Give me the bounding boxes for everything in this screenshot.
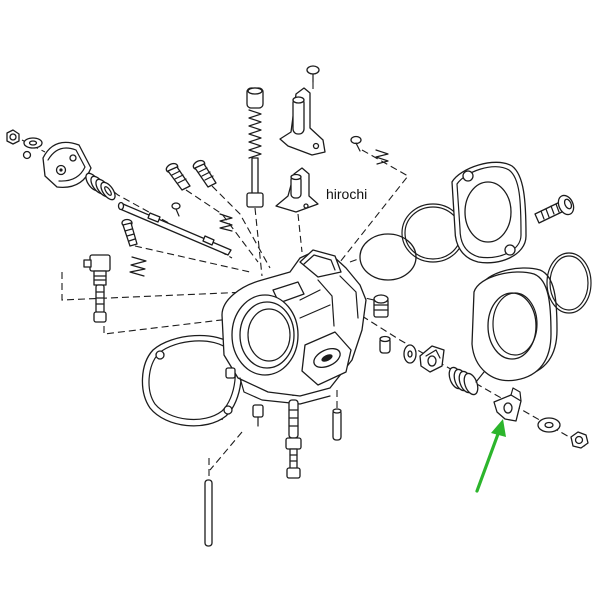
idle-screw-2: [192, 159, 217, 188]
throttle-cam: [42, 141, 92, 189]
drain-rod: [204, 458, 213, 547]
watermark-text: hirochi: [326, 186, 367, 202]
throttle-shaft: [117, 201, 232, 256]
green-arrow-icon: [475, 419, 506, 493]
throttle-spring: [85, 172, 116, 201]
o-ring-lower: [546, 252, 592, 314]
mounting-bolt: [534, 194, 575, 224]
shaft-washer: [403, 344, 417, 364]
idle-spring: [219, 213, 233, 232]
end-nut: [570, 431, 589, 449]
bowl-screw: [252, 404, 264, 427]
mixture-spring: [129, 256, 147, 277]
pump-lever: [275, 167, 319, 213]
enrichener: [83, 254, 111, 323]
intake-adapter: [471, 267, 558, 382]
shaft-screw: [171, 202, 181, 217]
pump-nozzle: [373, 294, 389, 318]
leader-lines: [21, 82, 586, 471]
throttle-stop-screw: [246, 87, 264, 208]
air-cleaner-gasket: [451, 161, 527, 264]
carburetor-body: [221, 249, 367, 405]
throttle-lever: [419, 345, 445, 373]
throttle-sleeve: [379, 335, 391, 354]
main-jet-assembly: [285, 399, 302, 479]
choke-bracket: [279, 65, 326, 156]
backplate-gasket: [141, 334, 243, 427]
throttle-stop-bracket: [493, 387, 522, 422]
diaphragm: [359, 233, 417, 281]
small-washer: [22, 150, 32, 160]
pump-screw: [350, 135, 362, 152]
pump-spring: [375, 149, 389, 165]
return-spring: [448, 366, 485, 396]
throttle-washer: [23, 137, 43, 149]
end-washer: [537, 417, 561, 433]
mixture-screw: [121, 218, 138, 247]
pilot-jet: [332, 408, 342, 441]
idle-screw-1: [165, 162, 191, 191]
throttle-nut: [6, 129, 20, 145]
